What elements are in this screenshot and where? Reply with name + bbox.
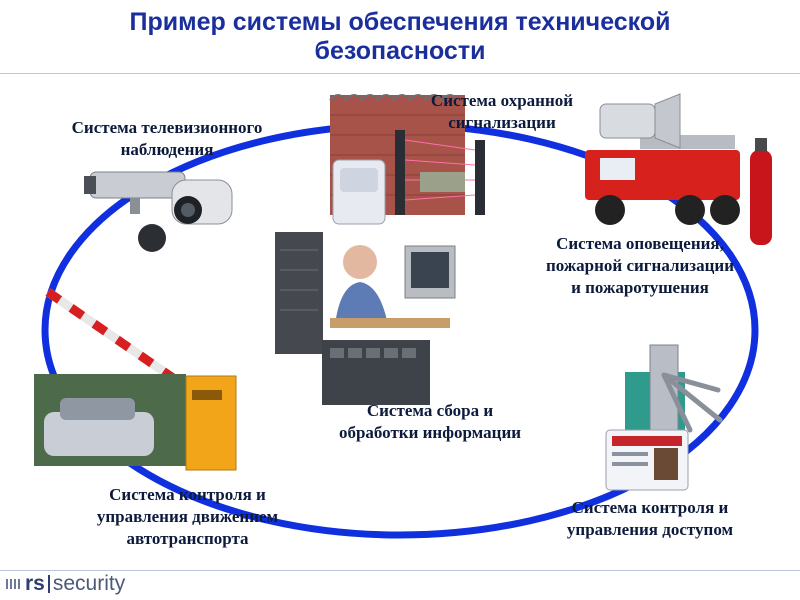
title-line-2: безопасности bbox=[314, 37, 486, 65]
node-fire-warning: Система оповещения, пожарной сигнализаци… bbox=[495, 233, 785, 299]
node-access-line-1: Система контроля и bbox=[571, 498, 729, 517]
node-tv-line-2: наблюдения bbox=[120, 140, 214, 159]
logo-rs: rs bbox=[25, 572, 45, 595]
logo-bars-icon bbox=[6, 579, 22, 589]
node-vehicle-line-3: автотранспорта bbox=[126, 529, 249, 548]
rs-security-logo: rs security bbox=[6, 572, 125, 596]
node-alarm-line-1: Система охранной bbox=[430, 91, 574, 110]
logo-separator bbox=[47, 575, 50, 593]
node-tv-line-1: Система телевизионного bbox=[71, 118, 263, 137]
logo-word: security bbox=[52, 572, 126, 595]
fire-truck-icon bbox=[585, 93, 772, 245]
node-security-alarm: Система охранной сигнализации bbox=[392, 90, 612, 134]
node-alarm-line-2: сигнализации bbox=[448, 113, 556, 132]
node-information-processing: Система сбора и обработки информации bbox=[295, 400, 565, 444]
access-turnstile-icon bbox=[605, 344, 723, 491]
node-access-line-2: управления доступом bbox=[566, 520, 734, 539]
vehicle-barrier-icon bbox=[34, 288, 237, 471]
node-vehicle-control: Система контроля и управления движением … bbox=[45, 484, 330, 550]
node-vehicle-line-1: Система контроля и bbox=[109, 485, 266, 504]
operator-workstation-icon bbox=[275, 232, 456, 405]
node-central-line-2: обработки информации bbox=[338, 423, 522, 442]
perimeter-alarm-icon bbox=[329, 94, 485, 225]
node-fire-line-2: пожарной сигнализации bbox=[545, 256, 735, 275]
node-vehicle-line-2: управления движением bbox=[96, 507, 279, 526]
title-divider bbox=[0, 73, 800, 74]
node-central-line-1: Система сбора и bbox=[366, 401, 494, 420]
node-access-control: Система контроля и управления доступом bbox=[520, 497, 780, 541]
node-fire-line-3: и пожаротушения bbox=[571, 278, 709, 297]
title-line-1: Пример системы обеспечения технической bbox=[129, 8, 671, 36]
footer-divider bbox=[0, 570, 800, 571]
node-fire-line-1: Система оповещения, bbox=[556, 234, 724, 253]
cctv-camera-icon bbox=[84, 171, 233, 252]
page-title: Пример системы обеспечения технической б… bbox=[0, 8, 800, 66]
node-tv-surveillance: Система телевизионного наблюдения bbox=[32, 117, 302, 161]
